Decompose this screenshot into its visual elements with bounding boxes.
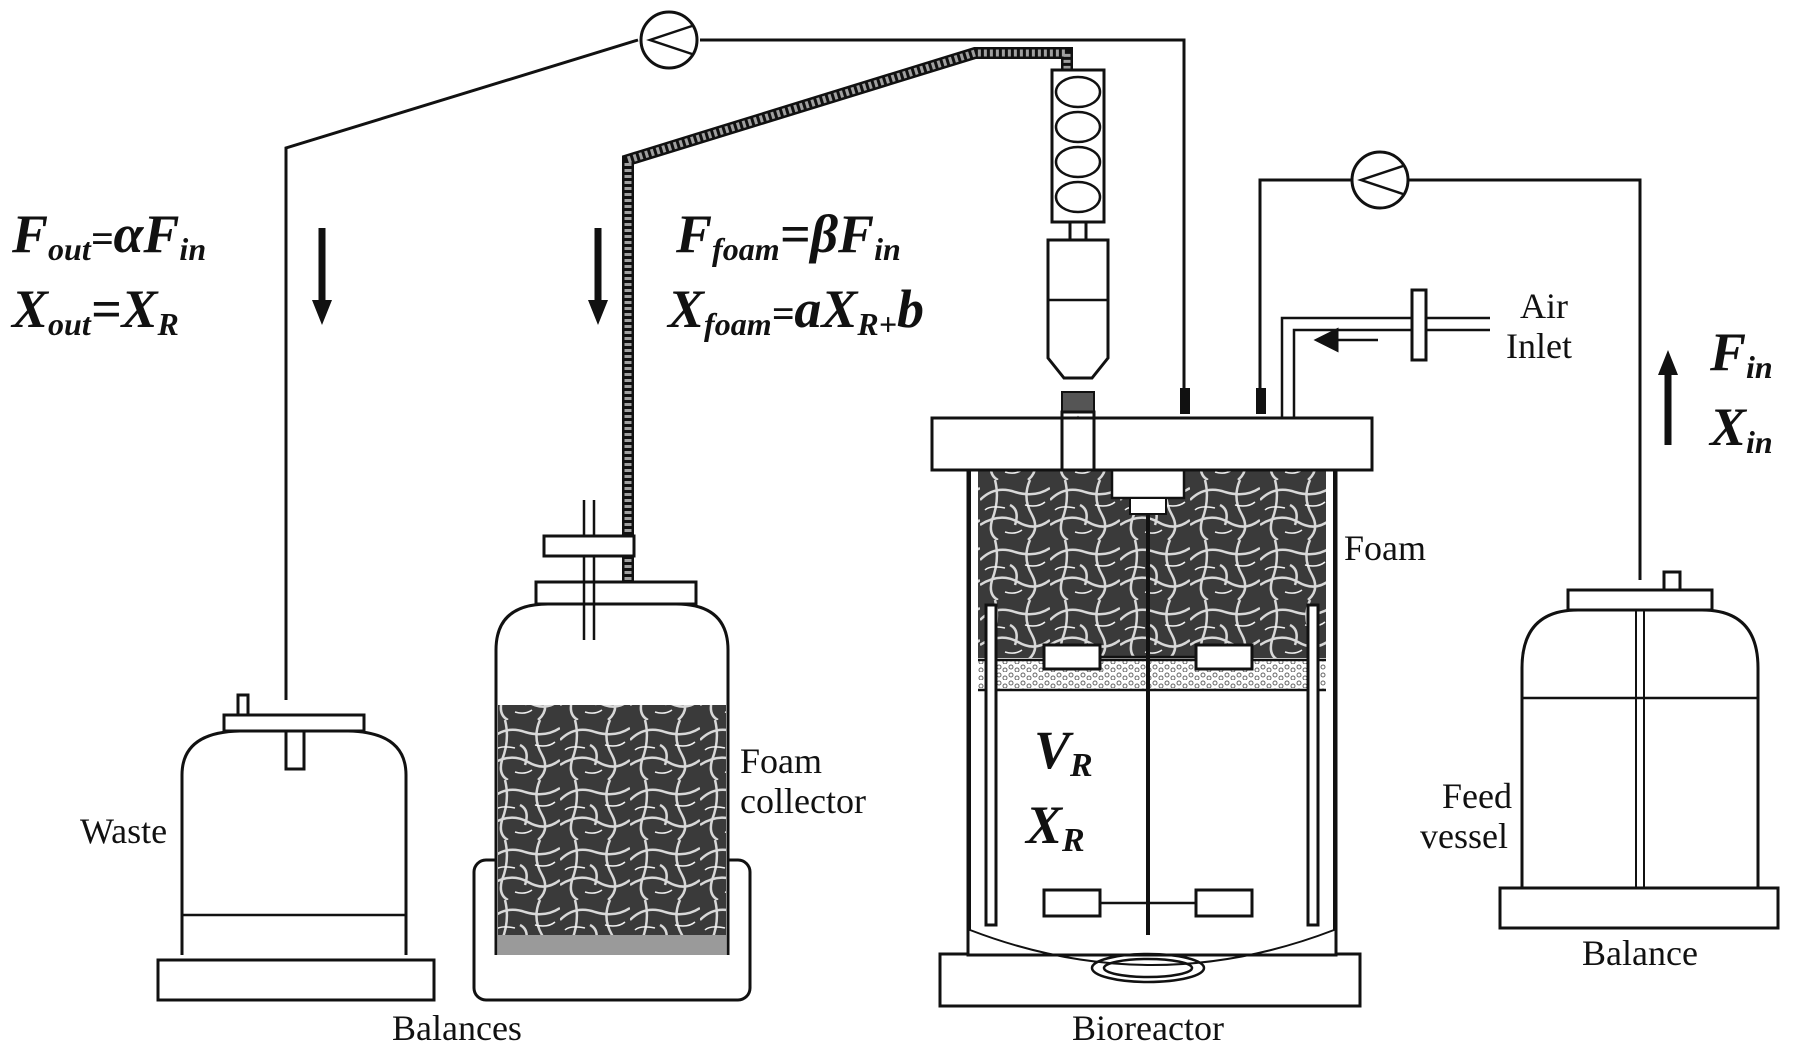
balances-label: Balances xyxy=(392,1008,522,1045)
waste-pump-line xyxy=(284,38,1190,700)
feed-vessel xyxy=(1498,570,1780,930)
air-sparger xyxy=(1090,952,1206,984)
bioreactor-lid xyxy=(930,416,1374,472)
waste-pump[interactable] xyxy=(639,10,699,70)
pump-chevron-icon xyxy=(1357,164,1404,196)
foam-collector xyxy=(472,500,752,1002)
foam-liquid-interface xyxy=(978,660,1326,690)
baffle-left xyxy=(984,603,998,927)
waste-inlet-stub xyxy=(284,729,306,771)
foam-label: Foam xyxy=(1344,528,1426,568)
foam-collector-label-line1: Foam xyxy=(740,741,822,781)
pump-chevron-icon xyxy=(646,24,693,56)
bioreactor-base xyxy=(938,952,1362,1008)
collected-foam xyxy=(498,705,726,955)
arrow-down-icon xyxy=(312,300,332,325)
waste-outlet-port xyxy=(1180,388,1190,414)
bioreactor-label: Bioreactor xyxy=(1072,1008,1224,1045)
air-inlet-label-line1: Air xyxy=(1520,286,1568,326)
equation-foam-flow: Ffoam=βFin xyxy=(675,204,901,267)
feed-pump-line xyxy=(1256,178,1642,580)
upper-impeller-blade-left xyxy=(1042,643,1102,671)
upper-impeller-blade-right xyxy=(1194,643,1254,671)
feed-pump[interactable] xyxy=(1350,150,1410,210)
arrow-down-icon xyxy=(588,300,608,325)
baffle-right xyxy=(1306,603,1320,927)
collector-vent-filter xyxy=(542,534,636,558)
flow-arrows xyxy=(312,228,1678,445)
lower-impeller-blade-left xyxy=(1042,888,1102,918)
equation-in-concentration: Xin xyxy=(1708,397,1773,460)
feed-balance xyxy=(1498,886,1780,930)
equation-out-concentration: Xout=XR xyxy=(10,279,179,342)
arrow-up-icon xyxy=(1658,350,1678,375)
equation-outflow: Fout=αFin xyxy=(11,204,206,267)
bioreactor xyxy=(930,416,1374,1008)
waste-label: Waste xyxy=(80,811,167,851)
balance-label: Balance xyxy=(1582,933,1698,973)
waste-vessel xyxy=(156,693,436,1002)
feed-vessel-label-line1: Feed xyxy=(1442,776,1512,816)
equation-inflow: Fin xyxy=(1709,322,1773,385)
feed-vessel-label-line2: vessel xyxy=(1420,816,1508,856)
lower-impeller-blade-right xyxy=(1194,888,1254,918)
reactor-volume-symbol: VR xyxy=(1034,720,1093,784)
foam-collector-label-line2: collector xyxy=(740,781,866,821)
feed-inlet-port xyxy=(1256,388,1266,414)
equation-foam-concentration: Xfoam=aXR+b xyxy=(666,279,924,342)
foam-discharge-tube xyxy=(622,47,1073,640)
waste-balance xyxy=(156,958,436,1002)
air-inlet-label-line2: Inlet xyxy=(1506,326,1572,366)
reactor-concentration-symbol: XR xyxy=(1024,795,1085,859)
air-filter xyxy=(1410,288,1428,362)
